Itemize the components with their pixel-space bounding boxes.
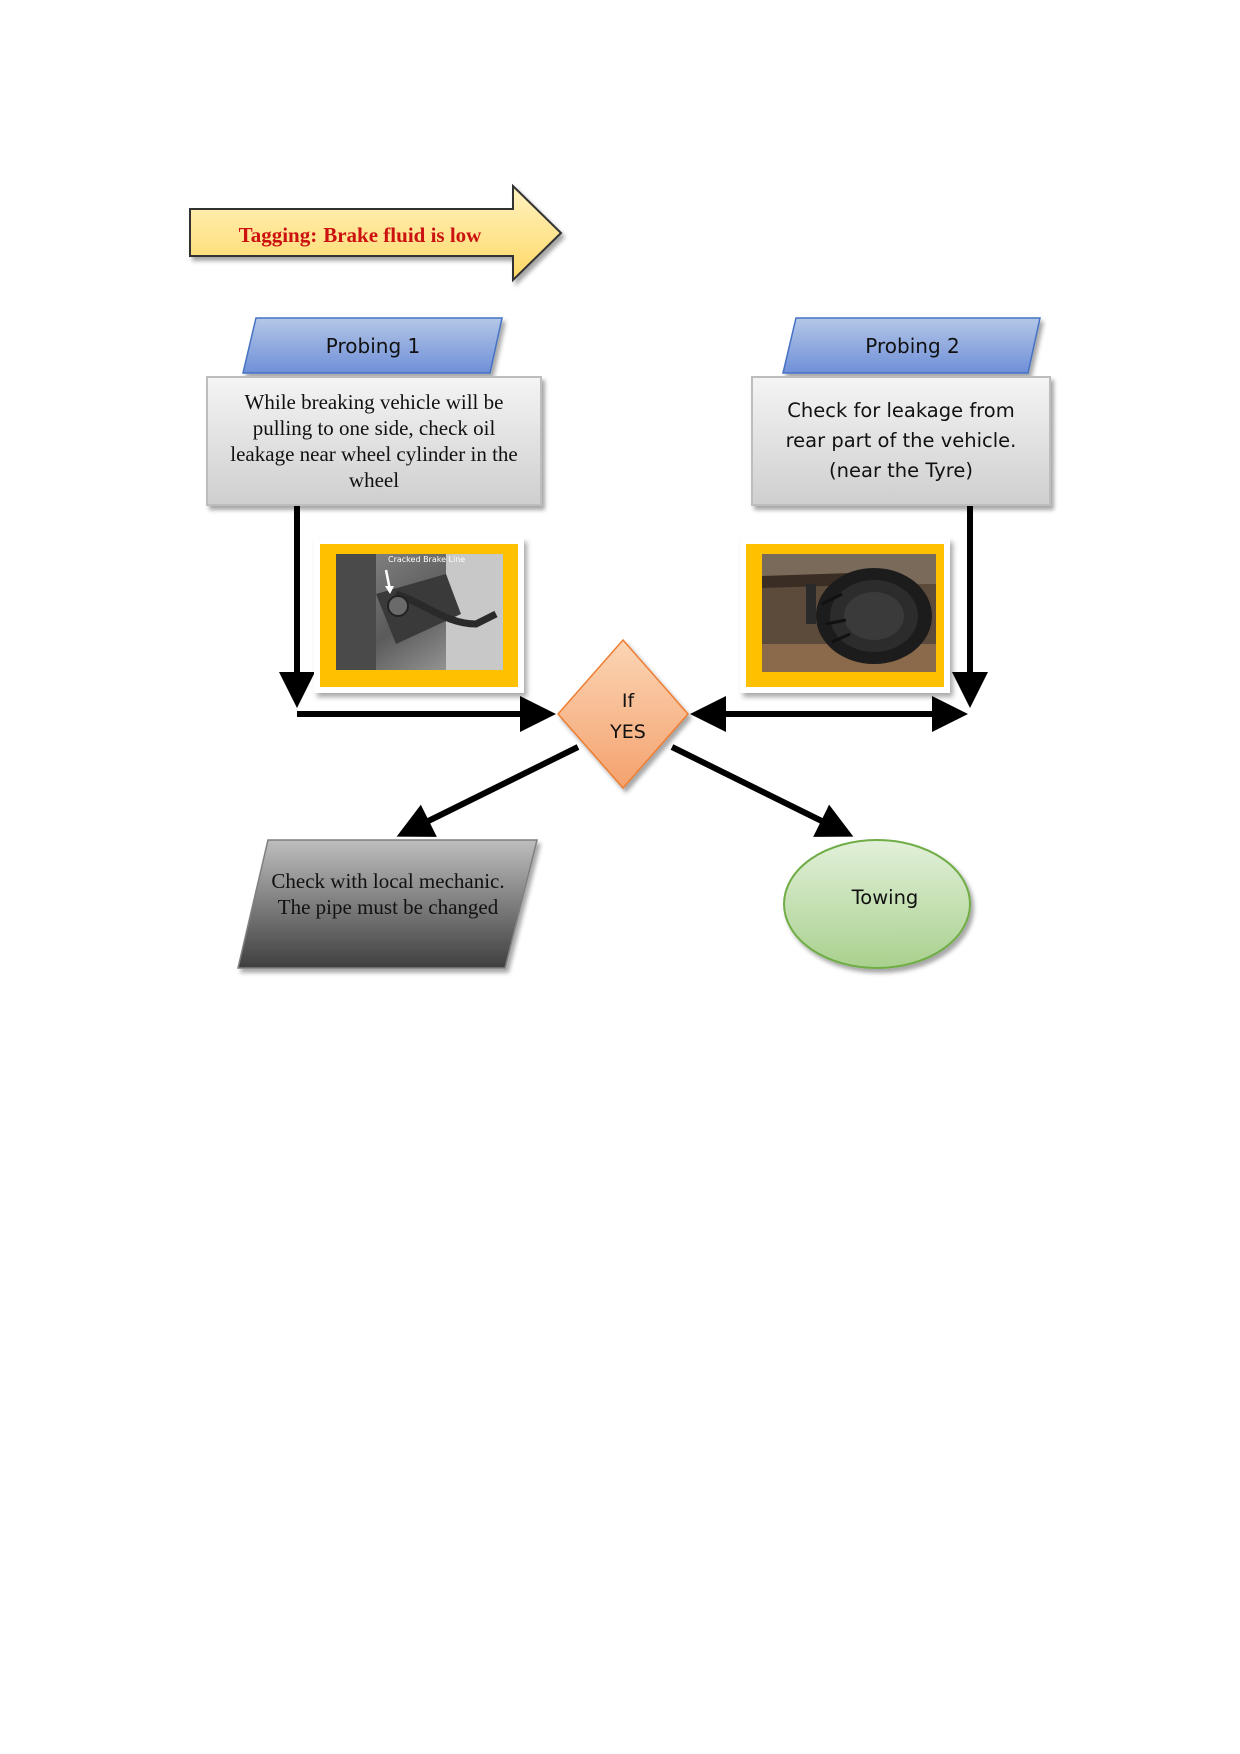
tyre-image [762,554,936,672]
tagging-text: Brake fluid is low [323,222,482,247]
probing-2-description: Check for leakage from rear part of the … [785,399,1017,482]
probing-1-header-shape [242,317,503,374]
probing-2-header: Probing 2 [790,318,1035,374]
tagging-label: Tagging: Brake fluid is low [190,218,530,252]
decision-diamond [557,638,689,790]
brake-line-image: Cracked Brake Line [336,554,503,670]
probing-2-header-shape [782,317,1041,374]
decision-line-2: YES [610,721,646,743]
mechanic-outcome-shape [237,839,538,969]
connector-decision-to-towing [670,744,854,837]
decision-label: If YES [560,686,696,748]
towing-outcome-shape [783,839,971,969]
connector-decision-to-mechanic [396,744,580,837]
probing-2-header-label: Probing 2 [865,334,960,358]
probing-2-box: Check for leakage from rear part of the … [751,376,1051,506]
tag-arrow-shape [189,183,563,283]
mechanic-outcome-label: Check with local mechanic. The pipe must… [271,869,505,919]
towing-outcome-label: Towing [851,886,919,909]
probing-1-photo: Cracked Brake Line [314,538,524,693]
photo-caption: Cracked Brake Line [388,555,466,564]
probing-2-photo [740,538,950,693]
probing-1-box: While breaking vehicle will be pulling t… [206,376,542,506]
decision-line-1: If [621,690,635,712]
probing-1-header-label: Probing 1 [325,334,421,358]
probing-1-header: Probing 1 [250,318,496,374]
tagging-prefix: Tagging: [238,222,318,247]
probing-1-description: While breaking vehicle will be pulling t… [230,390,518,492]
